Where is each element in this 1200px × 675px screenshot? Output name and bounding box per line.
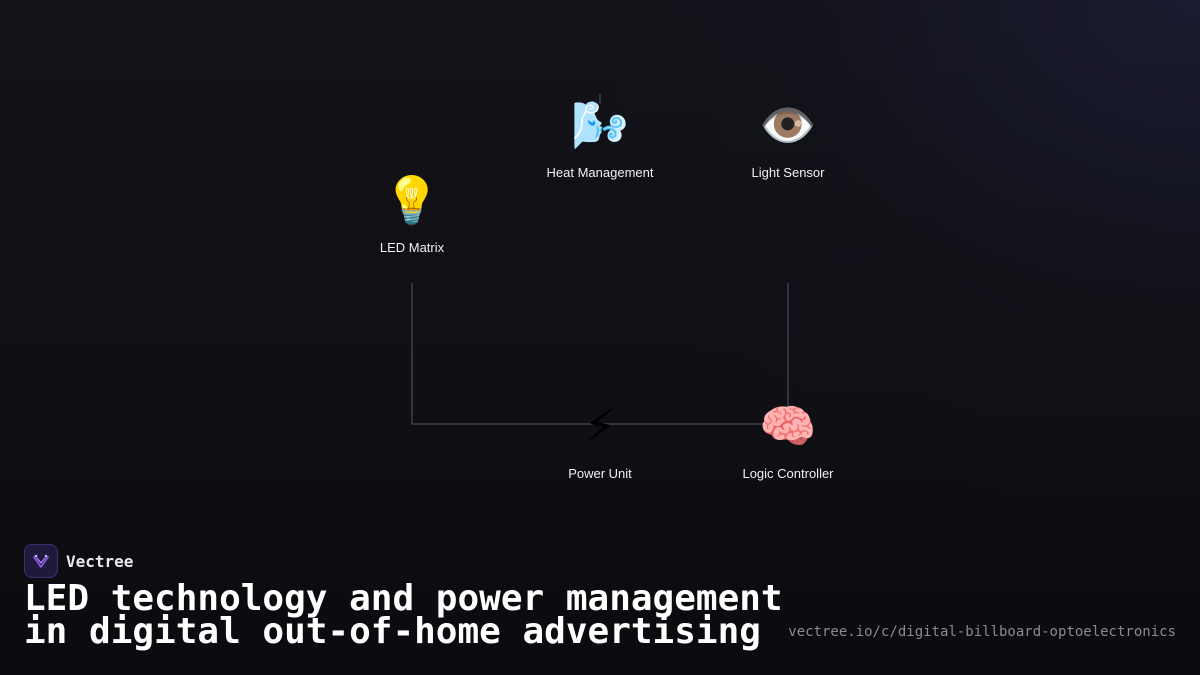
wind-face-icon: 🌬️ <box>571 98 629 152</box>
node-label-power-unit: Power Unit <box>568 466 632 481</box>
page-title: LED technology and power management in d… <box>24 578 783 652</box>
brain-icon: 🧠 <box>759 399 817 453</box>
page-title-line-1: LED technology and power management <box>24 578 783 619</box>
brand-name: Vectree <box>66 551 134 571</box>
node-light-sensor: 👁️ Light Sensor <box>708 97 868 180</box>
vectree-logo-icon <box>24 544 58 578</box>
node-logic-controller: 🧠 Logic Controller <box>708 398 868 481</box>
node-label-led-matrix: LED Matrix <box>379 240 445 255</box>
node-label-light-sensor: Light Sensor <box>751 165 825 180</box>
lightning-bolt-icon: ⚡ <box>583 399 617 453</box>
eye-icon: 👁️ <box>759 98 817 152</box>
source-url: vectree.io/c/digital-billboard-optoelect… <box>788 624 1176 640</box>
node-label-heat-management: Heat Management <box>546 165 654 180</box>
node-heat-management: 🌬️ Heat Management <box>520 97 680 180</box>
connector-led-to-power <box>411 283 600 425</box>
node-label-logic-controller: Logic Controller <box>742 466 834 481</box>
node-led-matrix: 💡 LED Matrix <box>332 172 492 255</box>
page-title-line-2: in digital out-of-home advertising <box>24 611 761 652</box>
node-power-unit: ⚡ Power Unit <box>520 398 680 481</box>
light-bulb-icon: 💡 <box>383 173 441 227</box>
brand: Vectree <box>24 544 133 578</box>
